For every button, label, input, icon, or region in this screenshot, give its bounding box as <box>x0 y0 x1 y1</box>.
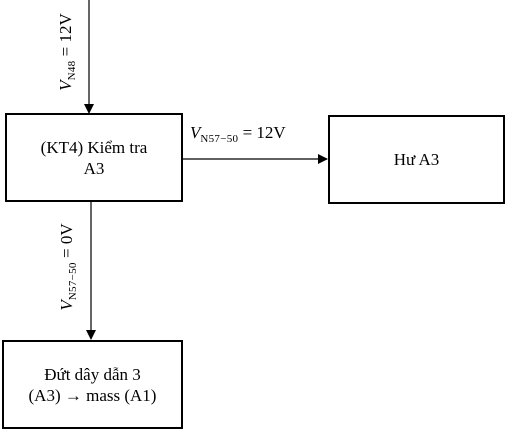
node-hu-a3: Hư A3 <box>328 115 505 204</box>
edge-label-right-var: V <box>190 123 201 142</box>
edge-label-bottom: VN57−50 = 0V <box>57 200 79 334</box>
node-kt4-text: (KT4) Kiểm tra A3 <box>40 137 148 178</box>
edge-label-bottom-var: V <box>57 300 76 311</box>
node-dut-day-dan-text: Đứt dây dẫn 3 (A3) → mass (A1) <box>28 364 157 405</box>
edge-label-top-sub: N48 <box>66 60 78 81</box>
edge-label-top-value: = 12V <box>56 13 75 61</box>
edge-label-right-sub: N57−50 <box>200 133 239 145</box>
edge-label-top-var: V <box>56 80 75 91</box>
node-kt4: (KT4) Kiểm tra A3 <box>5 113 183 202</box>
node-dut-day-dan: Đứt dây dẫn 3 (A3) → mass (A1) <box>2 340 183 429</box>
node-hu-a3-text: Hư A3 <box>393 150 440 169</box>
edge-label-bottom-sub: N57−50 <box>67 262 79 301</box>
edge-label-bottom-value: = 0V <box>57 223 76 263</box>
edge-label-top: VN48 = 12V <box>56 0 78 118</box>
edge-label-right-value: = 12V <box>238 123 286 142</box>
edge-label-right: VN57−50 = 12V <box>190 124 286 148</box>
